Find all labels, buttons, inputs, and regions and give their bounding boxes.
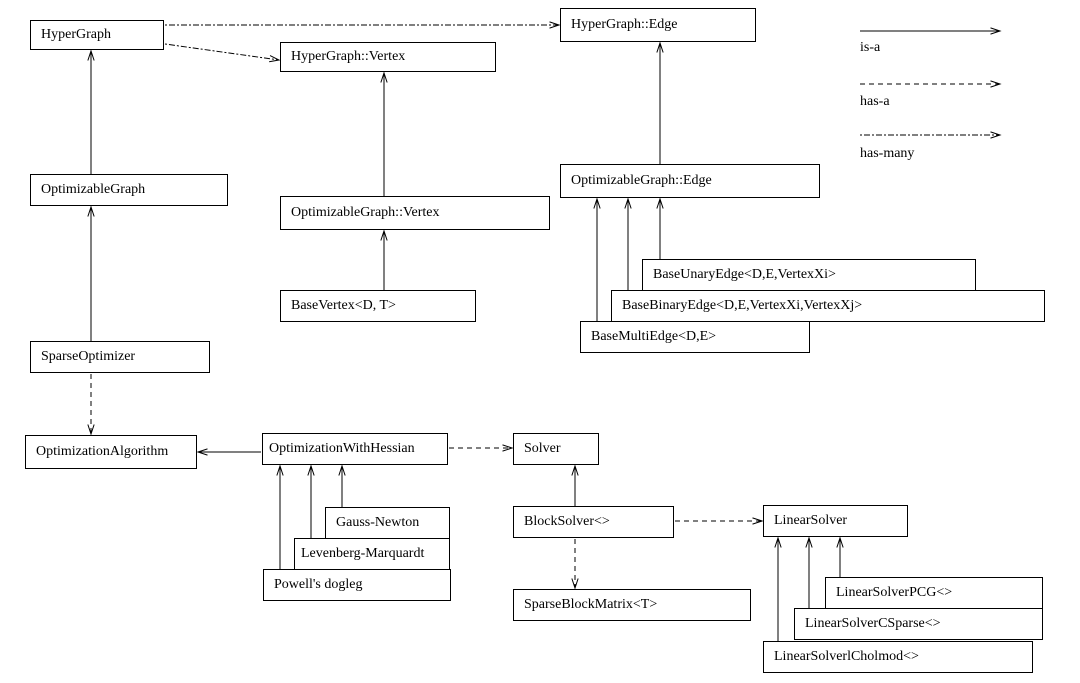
node-hypergraph-vertex: HyperGraph::Vertex bbox=[280, 42, 496, 72]
legend-has-many-label: has-many bbox=[860, 146, 915, 161]
relation-arrow-sparse-optimizer-to-optimization-algorithm bbox=[87, 374, 95, 436]
legend-is-a-label: is-a bbox=[860, 40, 881, 55]
node-levenberg-marquardt: Levenberg-Marquardt bbox=[294, 538, 450, 570]
relation-arrow-powells-dogleg-to-optimization-with-hessian bbox=[276, 464, 284, 569]
node-solver: Solver bbox=[513, 433, 599, 465]
relation-arrow-optimization-with-hessian-to-optimization-algorithm bbox=[196, 448, 261, 456]
node-optimizable-graph-vertex: OptimizableGraph::Vertex bbox=[280, 196, 550, 230]
node-optimization-with-hessian: OptimizationWithHessian bbox=[262, 433, 448, 465]
node-base-unary-edge: BaseUnaryEdge<D,E,VertexXi> bbox=[642, 259, 976, 291]
relation-arrow-linear-solver-cholmod-to-linear-solver bbox=[774, 536, 782, 641]
relation-arrow-optimizable-graph-edge-to-hypergraph-edge bbox=[656, 41, 664, 164]
relation-arrow-sparse-optimizer-to-optimizable-graph bbox=[87, 205, 95, 341]
node-hypergraph: HyperGraph bbox=[30, 20, 164, 50]
node-optimization-algorithm: OptimizationAlgorithm bbox=[25, 435, 197, 469]
legend-has-many-arrow bbox=[860, 131, 1002, 139]
relation-arrow-hypergraph-to-hypergraph-vertex bbox=[164, 43, 281, 63]
node-optimizable-graph-edge: OptimizableGraph::Edge bbox=[560, 164, 820, 198]
node-block-solver: BlockSolver<> bbox=[513, 506, 674, 538]
relation-arrow-base-unary-edge-to-optimizable-graph-edge bbox=[656, 197, 664, 259]
node-base-vertex: BaseVertex<D, T> bbox=[280, 290, 476, 322]
legend-has-a-label: has-a bbox=[860, 94, 890, 109]
relation-arrow-base-vertex-to-optimizable-graph-vertex bbox=[380, 229, 388, 290]
node-linear-solver-pcg: LinearSolverPCG<> bbox=[825, 577, 1043, 609]
node-gauss-newton: Gauss-Newton bbox=[325, 507, 450, 539]
node-hypergraph-edge: HyperGraph::Edge bbox=[560, 8, 756, 42]
relation-arrow-linear-solver-csparse-to-linear-solver bbox=[805, 536, 813, 608]
node-linear-solver: LinearSolver bbox=[763, 505, 908, 537]
legend-has-a-arrow bbox=[860, 80, 1002, 88]
relation-arrow-linear-solver-pcg-to-linear-solver bbox=[836, 536, 844, 577]
node-linear-solver-csparse: LinearSolverCSparse<> bbox=[794, 608, 1043, 640]
relation-arrow-base-binary-edge-to-optimizable-graph-edge bbox=[624, 197, 632, 290]
node-powells-dogleg: Powell's dogleg bbox=[263, 569, 451, 601]
relation-arrow-gauss-newton-to-optimization-with-hessian bbox=[338, 464, 346, 507]
node-sparse-optimizer: SparseOptimizer bbox=[30, 341, 210, 373]
relation-arrow-hypergraph-to-hypergraph-edge bbox=[165, 21, 561, 29]
relation-arrow-block-solver-to-linear-solver bbox=[675, 517, 764, 525]
node-base-multi-edge: BaseMultiEdge<D,E> bbox=[580, 321, 810, 353]
node-linear-solver-cholmod: LinearSolverlCholmod<> bbox=[763, 641, 1033, 673]
legend-is-a-arrow bbox=[860, 27, 1002, 35]
node-sparse-block-matrix: SparseBlockMatrix<T> bbox=[513, 589, 751, 621]
relation-arrow-levenberg-marquardt-to-optimization-with-hessian bbox=[307, 464, 315, 538]
node-optimizable-graph: OptimizableGraph bbox=[30, 174, 228, 206]
relation-arrow-base-multi-edge-to-optimizable-graph-edge bbox=[593, 197, 601, 321]
node-base-binary-edge: BaseBinaryEdge<D,E,VertexXi,VertexXj> bbox=[611, 290, 1045, 322]
relation-arrow-block-solver-to-sparse-block-matrix bbox=[571, 539, 579, 590]
relation-arrow-block-solver-to-solver bbox=[571, 464, 579, 506]
relation-arrow-optimizable-graph-vertex-to-hypergraph-vertex bbox=[380, 71, 388, 196]
relation-arrow-optimization-with-hessian-to-solver bbox=[449, 444, 514, 452]
relation-arrow-optimizable-graph-to-hypergraph bbox=[87, 49, 95, 174]
